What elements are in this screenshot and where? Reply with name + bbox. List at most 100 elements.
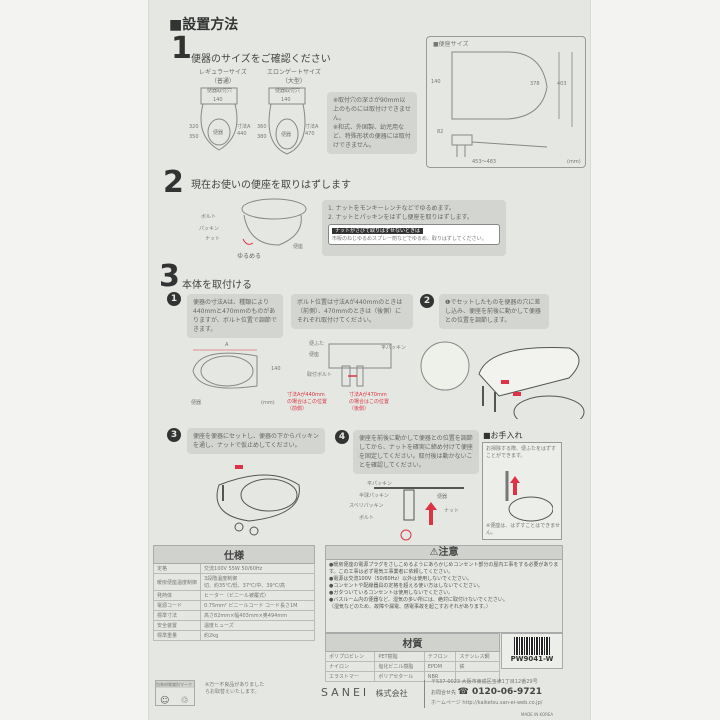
step-3-number: 3 (159, 259, 180, 294)
paper-recycle-icon: ♲ (180, 696, 189, 706)
plastic-recycle-icon: ☺ (160, 696, 170, 706)
substep-1-text: 便器の寸法Aは、種類により440mmと470mmのものがありますが、ボルト位置で… (187, 294, 283, 338)
toilet-size-diagram (200, 87, 306, 155)
spec-value: 温度ヒューズ (200, 620, 315, 631)
substep-3-text: 便座を便器にセットし、便器の下からパッキンを通し、ナットで仮止めしてください。 (187, 428, 325, 454)
caution-item: （湿気などのため、故障や漏電、感電事故を起こすおそれがあります。） (329, 604, 491, 610)
specs-title: 仕様 (153, 545, 315, 564)
seat-install-diagram (420, 341, 585, 419)
spec-row: 安全装置温度ヒューズ (152, 620, 315, 631)
seat-size-title: ■便座サイズ (433, 41, 469, 48)
label-seat-2: 便座 (309, 352, 320, 358)
contact-label: お問合せ先 (431, 690, 457, 696)
product-code: PW9041-W (510, 655, 554, 663)
step-1-number: 1 (171, 31, 192, 66)
caution-list: ●暖房便座の電源プラグをさしこめるようにあらかじめコンセント部分の屋内工事をする… (326, 560, 562, 613)
materials-title: 材質 (325, 633, 500, 652)
material-cell: エラストマー (324, 671, 376, 682)
rust-warning-title: ナットがさびて取りはずせないときは (332, 228, 424, 234)
material-cell: EPDM (423, 661, 457, 672)
front-position-note: 寸法Aが440mm の場合はこの位置 （前側） (287, 392, 328, 412)
spec-label: 電源コード (152, 600, 202, 611)
spec-value: ヒーター（ビニール被覆式） (200, 590, 315, 601)
label-mount-bolt: 取付ボルト (307, 372, 333, 378)
hole-dimension-elongated: 140 (281, 97, 291, 103)
spec-label: 標準寸法 (152, 610, 202, 621)
material-cell: ポリプロピレン (324, 651, 376, 662)
note-depth: ※取付穴の深さが90mm以上のものには取付けできません。 (333, 97, 411, 122)
phone-value: 0120-06-9721 (471, 687, 543, 697)
back-position-note: 寸法Aが470mm の場合はこの位置 （後側） (349, 392, 390, 412)
elo-dim-380: 380 (257, 134, 267, 140)
seat-height-82: 82 (437, 129, 444, 135)
bowl-dimension-diagram (192, 349, 258, 389)
recycle-mark-box: 包装材質識別マーク ☺ ♲ (155, 680, 195, 706)
company-website: ホームページ http://kaiketsu.san-ei-web.co.jp/ (431, 700, 543, 706)
spec-value: 3段階温度制御 切、約35℃/低、37℃/中、39℃/高 (200, 573, 315, 591)
spec-label: 暖房便座温度制御 (152, 573, 202, 591)
seat-depth-378: 378 (530, 81, 540, 87)
spec-value: 高さ82mm×幅403mm×奥494mm (200, 610, 315, 621)
bowl-label: 便器 (213, 130, 224, 136)
label-seat: 便座 (293, 244, 304, 250)
seat-removal-diagram (241, 198, 307, 246)
caution-item: ●コンセントや配線器具の定格を超える使い方はしないでください。 (329, 583, 484, 589)
care-box: お掃除する際、便ふたをはずすことができます。 ※便座は、はずすことはできません。 (482, 442, 562, 540)
substep-2-marker: 2 (420, 294, 434, 308)
step-1-title: 便器のサイズをご確認ください (191, 54, 331, 65)
defect-note: ※万一不良品がありましたらお取替えいたします。 (205, 682, 265, 695)
bowl-label-2: 便器 (191, 400, 202, 406)
label-bolt: ボルト (201, 214, 217, 220)
material-cell: NBR (423, 671, 457, 682)
caution-item: ●電源は交流100V（50/60Hz）以外は使用しないでください。 (329, 576, 472, 582)
lid-removal-diagram (505, 471, 553, 522)
note-special: ※和式、外国製、幼児用など、特殊形状の便器には取付けできません。 (333, 124, 411, 149)
rust-warning-text: 市販のねじゆるめスプレー剤などでゆるめ、取りはずしてください。 (332, 236, 487, 242)
caution-item: ●ガタついているコンセントは使用しないでください。 (329, 590, 454, 596)
bolt-position-diagram (328, 343, 392, 387)
material-cell: ステンレス鋼 (455, 651, 500, 662)
elongated-size-label: エロンゲートサイズ （大型） (267, 69, 321, 85)
material-cell: テフロン (423, 651, 457, 662)
company-name: SANEI 株式会社 (321, 686, 408, 699)
label-loosen: ゆるめる (237, 253, 262, 260)
step-1-notes: ※取付穴の深さが90mm以上のものには取付けできません。 ※和式、外国製、幼児用… (327, 92, 417, 154)
reg-dim-350: 350 (189, 134, 199, 140)
dim-a: A (225, 342, 229, 348)
label-slip-packing: スベリパッキン (349, 503, 384, 509)
step-2-title: 現在お使いの便座を取りはずします (191, 180, 351, 191)
substep-3-marker: 3 (167, 428, 181, 442)
step-2-instructions: 1. ナットをモンキーレンチなどでゆるめます。 2. ナットとパッキンをはずし便… (322, 200, 506, 256)
divider (424, 680, 425, 708)
instruction-sheet: ■設置方法 1 便器のサイズをご確認ください レギュラーサイズ （普通） エロン… (148, 0, 591, 720)
company-logo: SANEI (321, 686, 370, 699)
reg-dim-320: 320 (189, 124, 199, 130)
elo-dim-a: 寸法A 470 (305, 124, 319, 137)
step-3-title: 本体を取付ける (182, 280, 252, 291)
material-cell (455, 671, 500, 682)
label-flat-packing-2: 平パッキン (367, 481, 392, 487)
hole-dimension: 140 (213, 97, 223, 103)
label-bolt-2: ボルト (359, 515, 375, 521)
material-cell: 鉄 (455, 661, 500, 672)
unit-mm: (mm) (261, 400, 275, 406)
spec-value: 0.75mm² ビニールコード コード長さ1M (200, 600, 315, 611)
seat-unit: (mm) (567, 159, 581, 165)
company-address: 〒537-0023 大阪市東成区玉津1丁目12番29号 (431, 679, 538, 685)
spec-value: 約2kg (200, 630, 315, 641)
hole-label: 便器取付穴 (207, 88, 233, 94)
spec-row: 発熱体ヒーター（ビニール被覆式） (152, 590, 315, 601)
phone-number: ☎ 0120-06-9721 (457, 687, 543, 697)
material-cell: 塩化ビニル樹脂 (374, 661, 425, 672)
caution-item: ●暖房便座の電源プラグをさしこめるようにあらかじめコンセント部分の屋内工事をする… (329, 562, 559, 575)
label-bowl-3: 便器 (437, 494, 448, 500)
barcode-box: PW9041-W (501, 633, 563, 669)
care-title: ■お手入れ (483, 431, 523, 440)
step-2-line-2: 2. ナットとパッキンをはずし便座を取りはずします。 (328, 214, 473, 221)
